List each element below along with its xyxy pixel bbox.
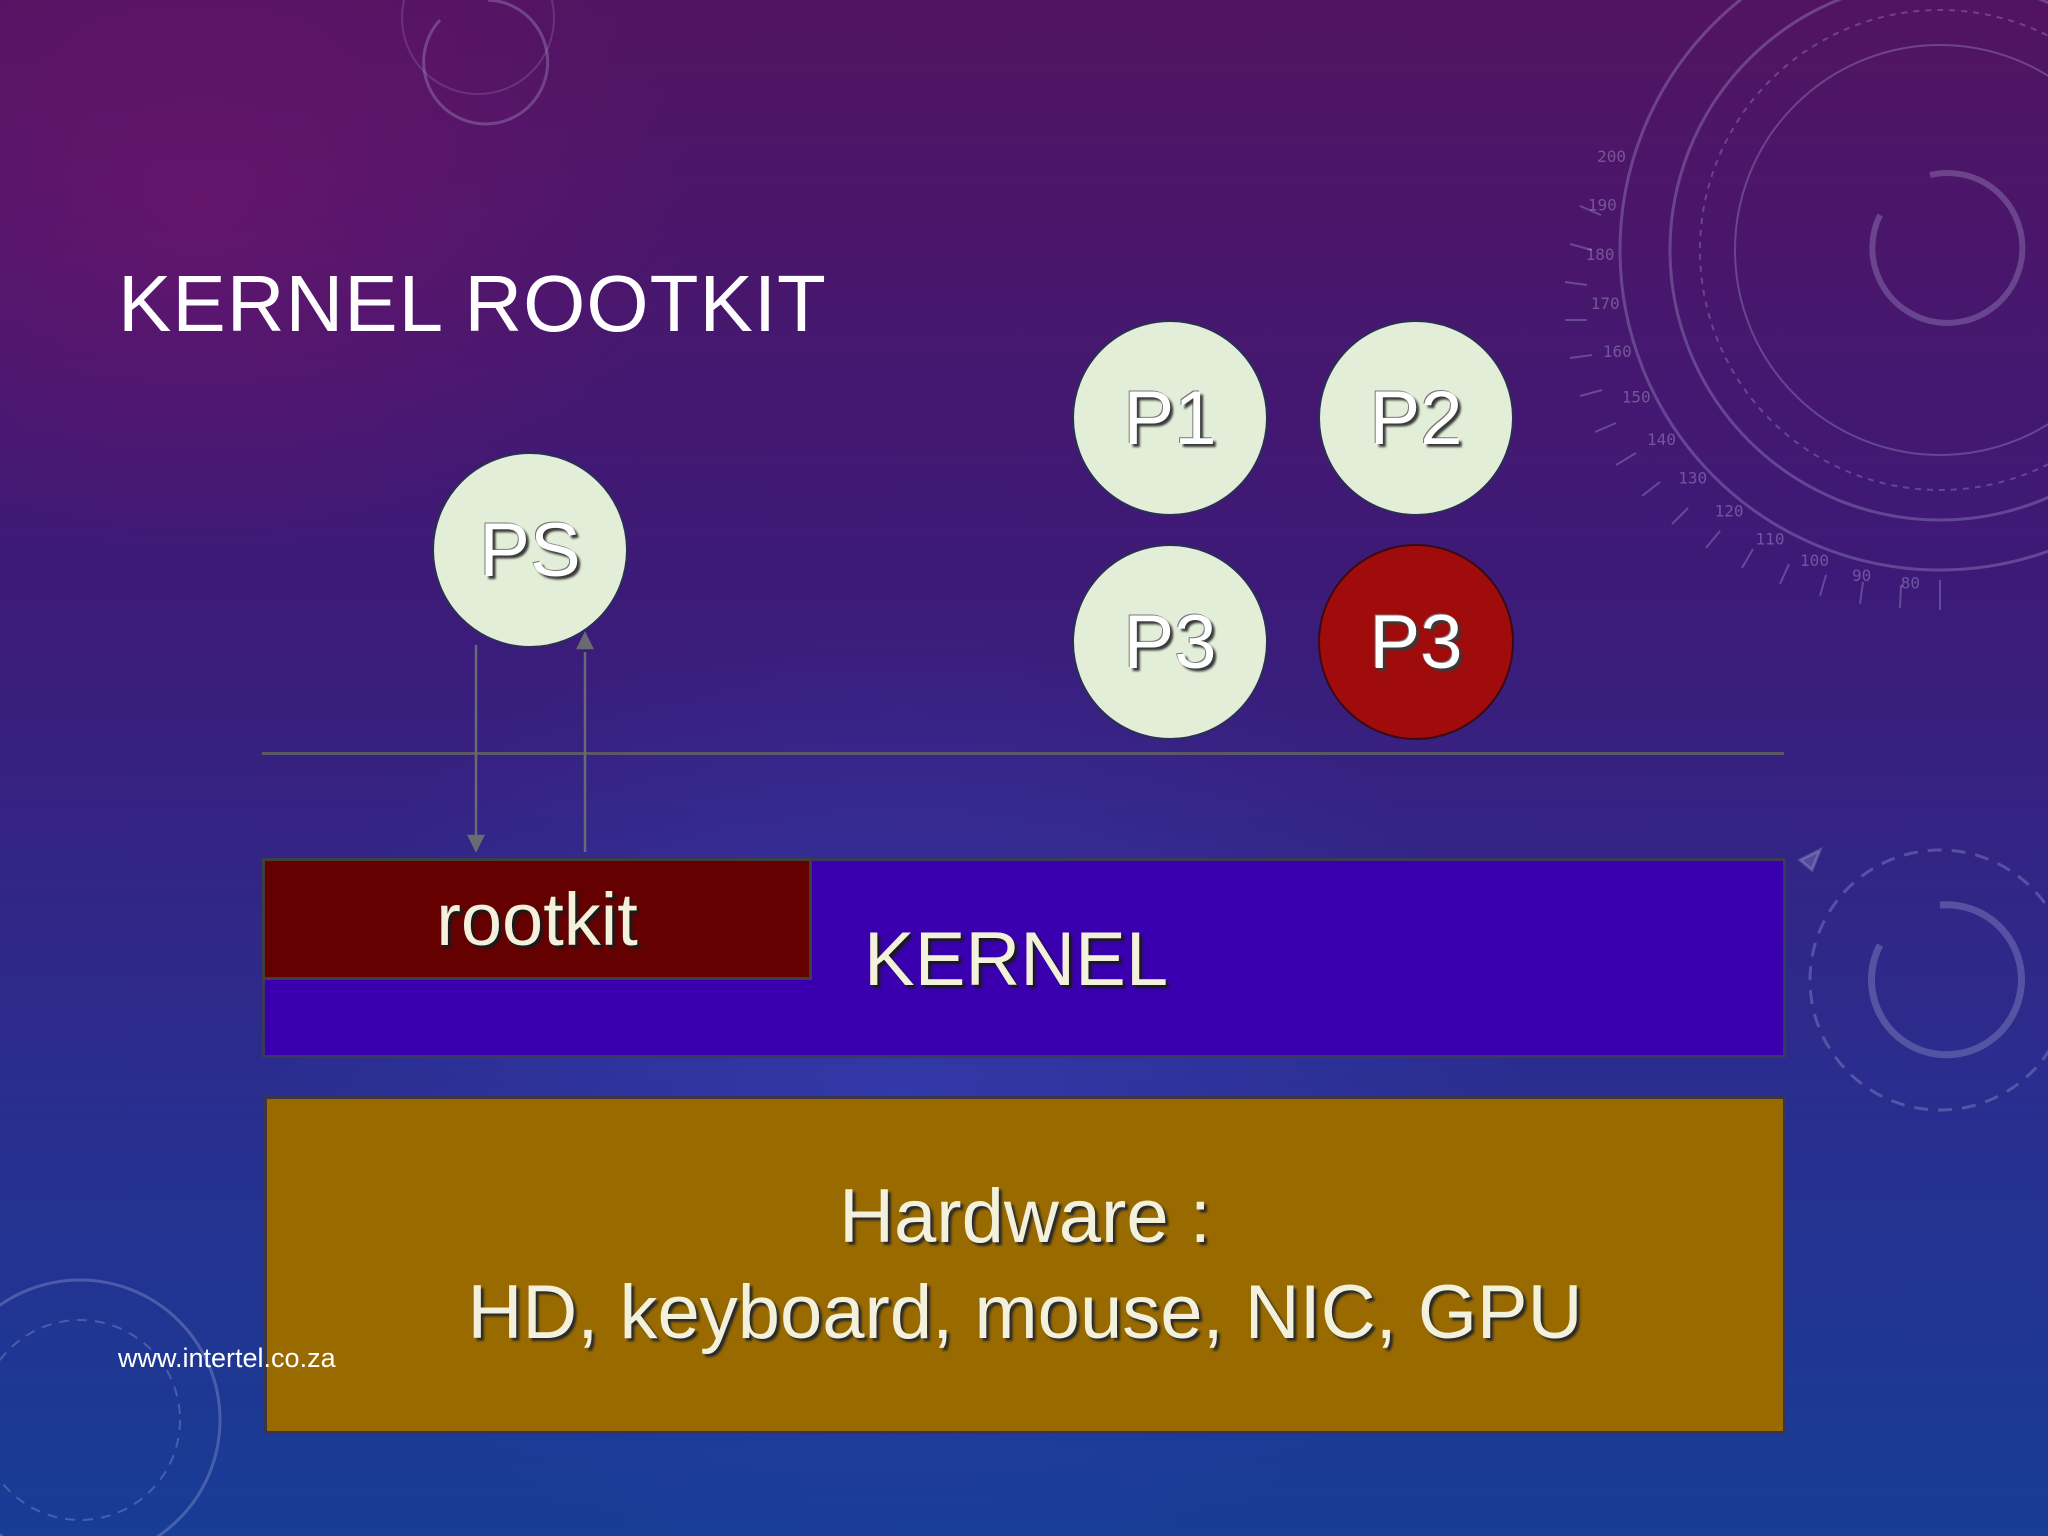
top-ring-icon (422, 0, 550, 126)
dial-tick-label: 140 (1647, 430, 1676, 449)
slide-title: KERNEL ROOTKIT (118, 259, 827, 348)
rootkit-block: rootkit (262, 858, 812, 980)
dial-tick-label: 100 (1800, 551, 1829, 570)
dial-tick-label: 180 (1586, 245, 1615, 264)
process-p3-node: P3 (1072, 544, 1268, 740)
dial-tick-label: 90 (1852, 566, 1871, 585)
process-p2-node: P2 (1318, 320, 1514, 516)
dial-tick-label: 190 (1588, 196, 1617, 215)
dial-tick-label: 130 (1678, 468, 1707, 487)
footer-url: www.intertel.co.za (118, 1343, 336, 1373)
process-ps-node: PS (432, 452, 628, 648)
kernel-label: KERNEL (864, 917, 1169, 1002)
process-p1-node: P1 (1072, 320, 1268, 516)
dial-tick-label: 200 (1597, 147, 1626, 166)
dial-tick-label: 80 (1901, 574, 1920, 593)
dial-tick-label: 110 (1756, 529, 1785, 548)
hidden-process-p3-node: P3 (1318, 544, 1514, 740)
hardware-devices: HD, keyboard, mouse, NIC, GPU (467, 1270, 1583, 1355)
hardware-title: Hardware : (839, 1174, 1211, 1259)
hardware-layer: Hardware : HD, keyboard, mouse, NIC, GPU (264, 1096, 1786, 1434)
dial-tick-label: 150 (1622, 388, 1651, 407)
dial-tick-label: 160 (1603, 342, 1632, 361)
dial-tick-label: 120 (1715, 502, 1744, 521)
user-kernel-divider (262, 752, 1784, 755)
dial-tick-label: 170 (1591, 294, 1620, 313)
